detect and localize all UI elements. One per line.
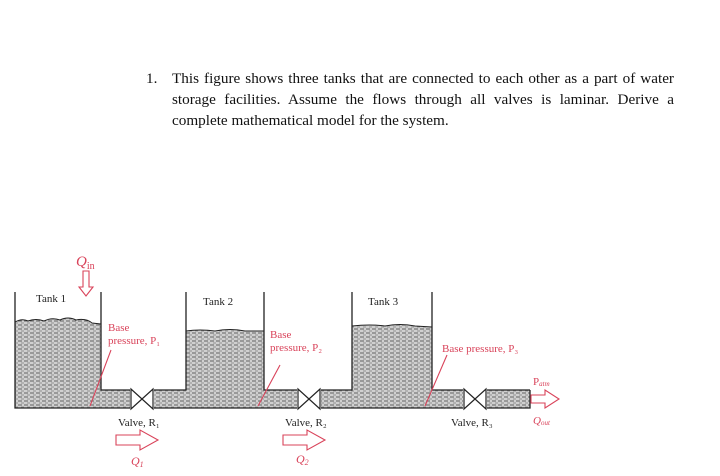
valve-3-label: Valve, R₃: [451, 417, 493, 429]
valve-1: [130, 387, 154, 411]
q1-label: Q1: [131, 454, 144, 469]
pressure-3-label: Base pressure, P₃: [442, 343, 518, 355]
q-out-label: Qout: [533, 415, 551, 427]
q-out-arrow-icon: [530, 388, 561, 410]
pressure-pointers: [89, 349, 448, 407]
pressure-2-line2: pressure, P₂: [270, 342, 322, 354]
q-in-label: Qin: [76, 254, 95, 272]
q2-arrow-icon: [282, 429, 327, 451]
q2-label: Q2: [296, 452, 309, 467]
tank-3-label: Tank 3: [368, 296, 399, 308]
p-atm-label: Patm: [533, 376, 550, 388]
pressure-1-line2: pressure, P₁: [108, 335, 160, 347]
problem-text: This figure shows three tanks that are c…: [172, 70, 674, 129]
problem-statement: 1. This figure shows three tanks that ar…: [146, 68, 674, 131]
valve-3: [463, 387, 487, 411]
q1-arrow-icon: [115, 429, 160, 451]
tank-1-label: Tank 1: [36, 293, 66, 305]
problem-number: 1.: [146, 70, 158, 87]
q-in-arrow-icon: [77, 270, 95, 297]
pressure-2-line1: Base: [270, 329, 292, 341]
valve-2: [297, 387, 321, 411]
pressure-1-line1: Base: [108, 322, 130, 334]
valve-1-label: Valve, R₁: [118, 417, 160, 429]
valve-2-label: Valve, R₂: [285, 417, 327, 429]
water-fill: [15, 318, 530, 408]
tank-2-label: Tank 2: [203, 296, 233, 308]
